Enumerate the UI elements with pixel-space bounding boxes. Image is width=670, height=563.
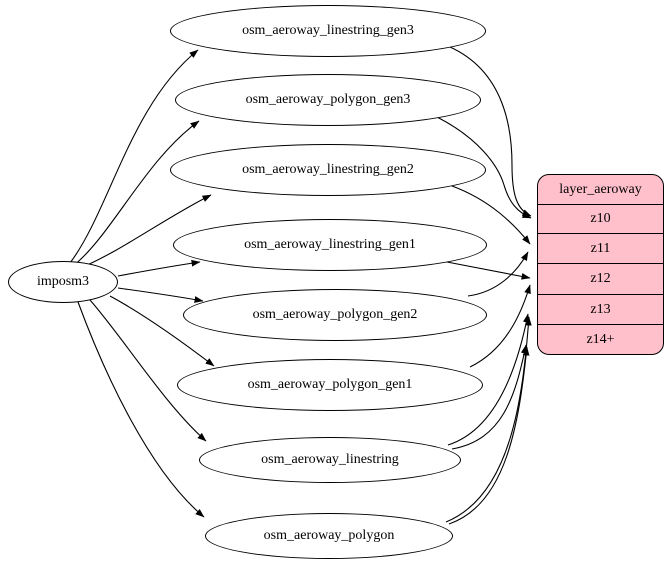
- edge-osm_aeroway_polygon-z14plus: [448, 346, 530, 525]
- layer-row-z14plus: z14+: [538, 324, 663, 354]
- layer-row-z11: z11: [538, 233, 663, 263]
- edge-osm_aeroway_linestring-z13: [447, 313, 530, 446]
- node-osm-aeroway-linestring[interactable]: osm_aeroway_linestring: [199, 437, 461, 483]
- edge-imposm3-osm_aeroway_linestring_gen1: [117, 259, 201, 277]
- layer-row-z13: z13: [538, 294, 663, 324]
- node-label: imposm3: [36, 274, 90, 289]
- node-osm-aeroway-polygon-gen2[interactable]: osm_aeroway_polygon_gen2: [183, 289, 487, 341]
- edge-imposm3-osm_aeroway_linestring_gen2: [77, 194, 212, 270]
- node-label: osm_aeroway_linestring_gen2: [242, 162, 414, 177]
- edge-osm_aeroway_polygon_gen1-z12: [469, 284, 531, 368]
- edge-imposm3-osm_aeroway_linestring: [89, 299, 207, 442]
- node-label: osm_aeroway_polygon_gen3: [245, 92, 411, 107]
- layer-row-z10: z10: [538, 204, 663, 233]
- edge-osm_aeroway_linestring-z14plus: [451, 344, 528, 450]
- node-osm-aeroway-linestring-gen1[interactable]: osm_aeroway_linestring_gen1: [173, 219, 487, 271]
- layer-aeroway-header: layer_aeroway: [559, 181, 642, 197]
- node-label: osm_aeroway_linestring: [261, 452, 399, 467]
- node-label: osm_aeroway_polygon: [263, 528, 395, 543]
- node-osm-aeroway-linestring-gen3[interactable]: osm_aeroway_linestring_gen3: [170, 5, 486, 57]
- edge-osm_aeroway_linestring_gen1-z12: [446, 261, 531, 280]
- edge-imposm3-osm_aeroway_polygon: [77, 301, 205, 518]
- edge-imposm3-osm_aeroway_linestring_gen3: [69, 49, 199, 264]
- node-osm-aeroway-polygon[interactable]: osm_aeroway_polygon: [205, 513, 453, 559]
- node-osm-aeroway-polygon-gen1[interactable]: osm_aeroway_polygon_gen1: [177, 359, 483, 411]
- node-imposm3[interactable]: imposm3: [8, 261, 118, 303]
- edge-imposm3-osm_aeroway_polygon_gen1: [109, 295, 215, 367]
- node-layer-aeroway[interactable]: layer_aeroway z10 z11 z12 z13 z14+: [537, 174, 664, 355]
- edge-imposm3-osm_aeroway_polygon_gen2: [117, 287, 204, 303]
- edge-imposm3-osm_aeroway_polygon_gen3: [72, 120, 200, 267]
- node-label: osm_aeroway_linestring_gen1: [244, 237, 416, 252]
- edge-osm_aeroway_polygon_gen3-z10: [436, 116, 532, 219]
- node-osm-aeroway-linestring-gen2[interactable]: osm_aeroway_linestring_gen2: [170, 144, 486, 196]
- node-osm-aeroway-polygon-gen3[interactable]: osm_aeroway_polygon_gen3: [175, 74, 481, 126]
- node-label: osm_aeroway_polygon_gen1: [247, 377, 413, 392]
- edge-osm_aeroway_linestring_gen3-z10: [449, 46, 532, 217]
- edge-osm_aeroway_polygon_gen2-z11: [467, 251, 529, 297]
- node-label: osm_aeroway_polygon_gen2: [252, 307, 418, 322]
- node-label: osm_aeroway_linestring_gen3: [242, 23, 414, 38]
- edge-osm_aeroway_linestring_gen2-z11: [451, 185, 531, 245]
- layer-row-z12: z12: [538, 263, 663, 294]
